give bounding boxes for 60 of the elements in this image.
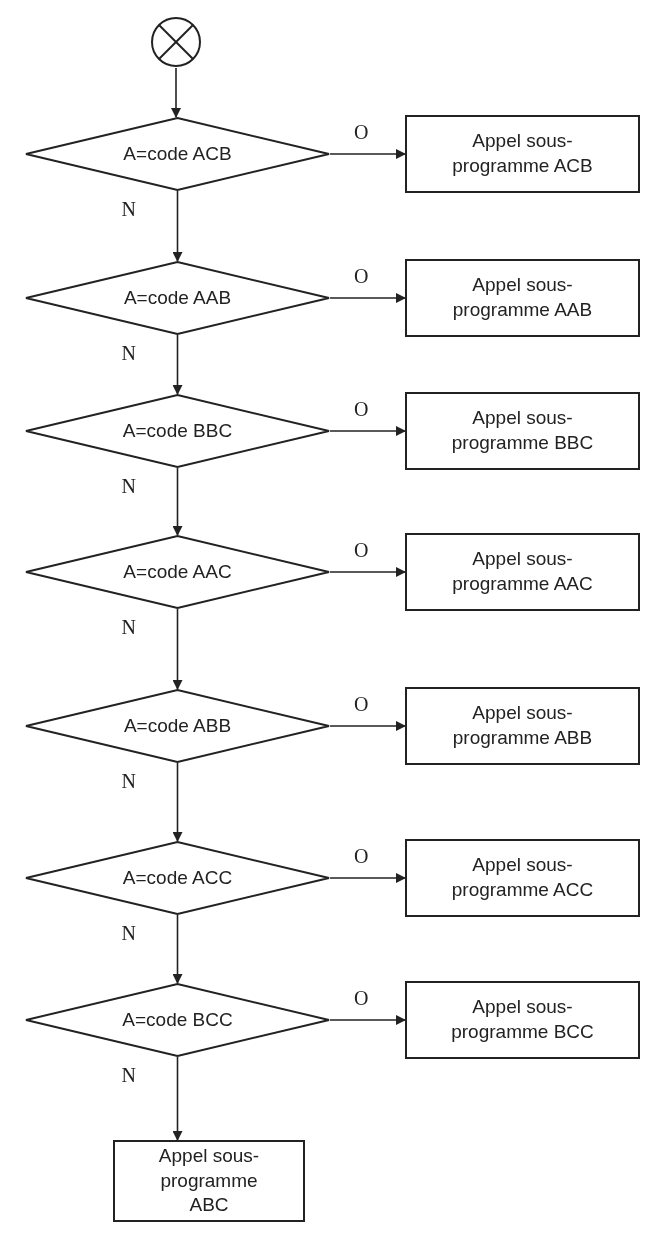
node-text: A=code ACC (122, 865, 233, 890)
node-text: A=code BBC (122, 418, 233, 443)
arrow (329, 567, 406, 577)
edge-label: N (119, 617, 138, 637)
arrow (172, 608, 183, 690)
edge-label: O (352, 122, 371, 142)
arrow (172, 467, 183, 536)
arrow (329, 873, 406, 883)
decision-diamond (25, 535, 330, 609)
decision-diamond (25, 983, 330, 1057)
edge-label: N (119, 771, 138, 791)
edge-label: O (352, 694, 371, 714)
arrow (172, 190, 183, 262)
decision-diamond (25, 394, 330, 468)
edge-label: N (119, 923, 138, 943)
node-text: A=code AAB (123, 285, 232, 310)
edge-label: O (352, 540, 371, 560)
node-text: Appel sous-programme BCC (450, 995, 595, 1044)
process-box (405, 115, 640, 193)
arrow (329, 149, 406, 159)
edge-label: O (352, 988, 371, 1008)
decision-diamond (25, 261, 330, 335)
arrow (171, 67, 181, 118)
node-text: A=code BCC (122, 1007, 233, 1032)
arrow (172, 1056, 183, 1141)
node-text: Appel sous-programme ACB (451, 129, 594, 178)
edge-label: N (119, 1065, 138, 1085)
node-text: Appel sous-programme ACC (450, 853, 595, 902)
decision-diamond (25, 841, 330, 915)
decision-diamond (25, 117, 330, 191)
node-text: Appel sous-programme ABB (451, 701, 594, 750)
arrow (172, 762, 183, 842)
arrow (329, 1015, 406, 1025)
arrow (329, 721, 406, 731)
arrow (329, 293, 406, 303)
start-circle (150, 16, 202, 68)
node-text: Appel sous-programme ABC (157, 1143, 261, 1218)
edge-label: N (119, 199, 138, 219)
process-box (405, 839, 640, 917)
edge-label: O (352, 846, 371, 866)
node-text: A=code AAC (123, 559, 232, 584)
arrow (172, 334, 183, 395)
edge-label: O (352, 399, 371, 419)
edge-label: N (119, 343, 138, 363)
process-box (405, 687, 640, 765)
decision-diamond (25, 689, 330, 763)
edge-label: O (352, 266, 371, 286)
process-box (405, 259, 640, 337)
edge-label: N (119, 476, 138, 496)
arrow (172, 914, 183, 984)
node-text: Appel sous-programme AAB (451, 273, 594, 322)
node-text: Appel sous-programme AAC (451, 547, 594, 596)
node-text: A=code ACB (123, 141, 232, 166)
node-text: Appel sous-programme BBC (450, 406, 595, 455)
process-box (405, 533, 640, 611)
arrow (329, 426, 406, 436)
node-text: A=code ABB (123, 713, 232, 738)
process-box (405, 981, 640, 1059)
process-box (113, 1140, 305, 1222)
process-box (405, 392, 640, 470)
